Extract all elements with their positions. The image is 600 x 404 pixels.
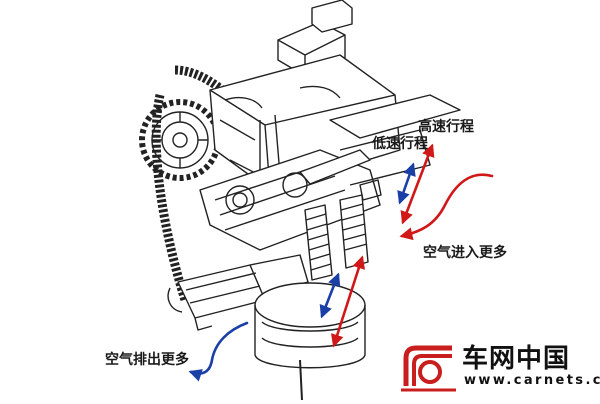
high-speed-stroke-label: 高速行程 [418,119,474,135]
watermark-brand: 车网中国 [462,344,571,374]
timing-chain [151,65,275,302]
watermark-url: www.carnets.cn [464,373,600,388]
intake-flow-arrow [399,173,494,241]
carnets-logo-icon [401,345,456,392]
low-speed-stroke-arrow [397,162,416,205]
exhaust-flow-arrow [188,321,249,382]
rocker-shaft [329,94,461,139]
valve-blue-arrow [319,272,341,319]
air-intake-label: 空气进入更多 [423,245,507,261]
watermark: 车网中国 www.carnets.cn [398,336,600,396]
air-exhaust-label: 空气排出更多 [105,352,189,368]
valve-red-arrow [330,255,366,348]
low-speed-stroke-label: 低速行程 [372,136,428,152]
high-speed-stroke-arrow [400,143,435,225]
valve-springs [304,179,382,281]
rocker-arm-assembly [199,149,381,251]
